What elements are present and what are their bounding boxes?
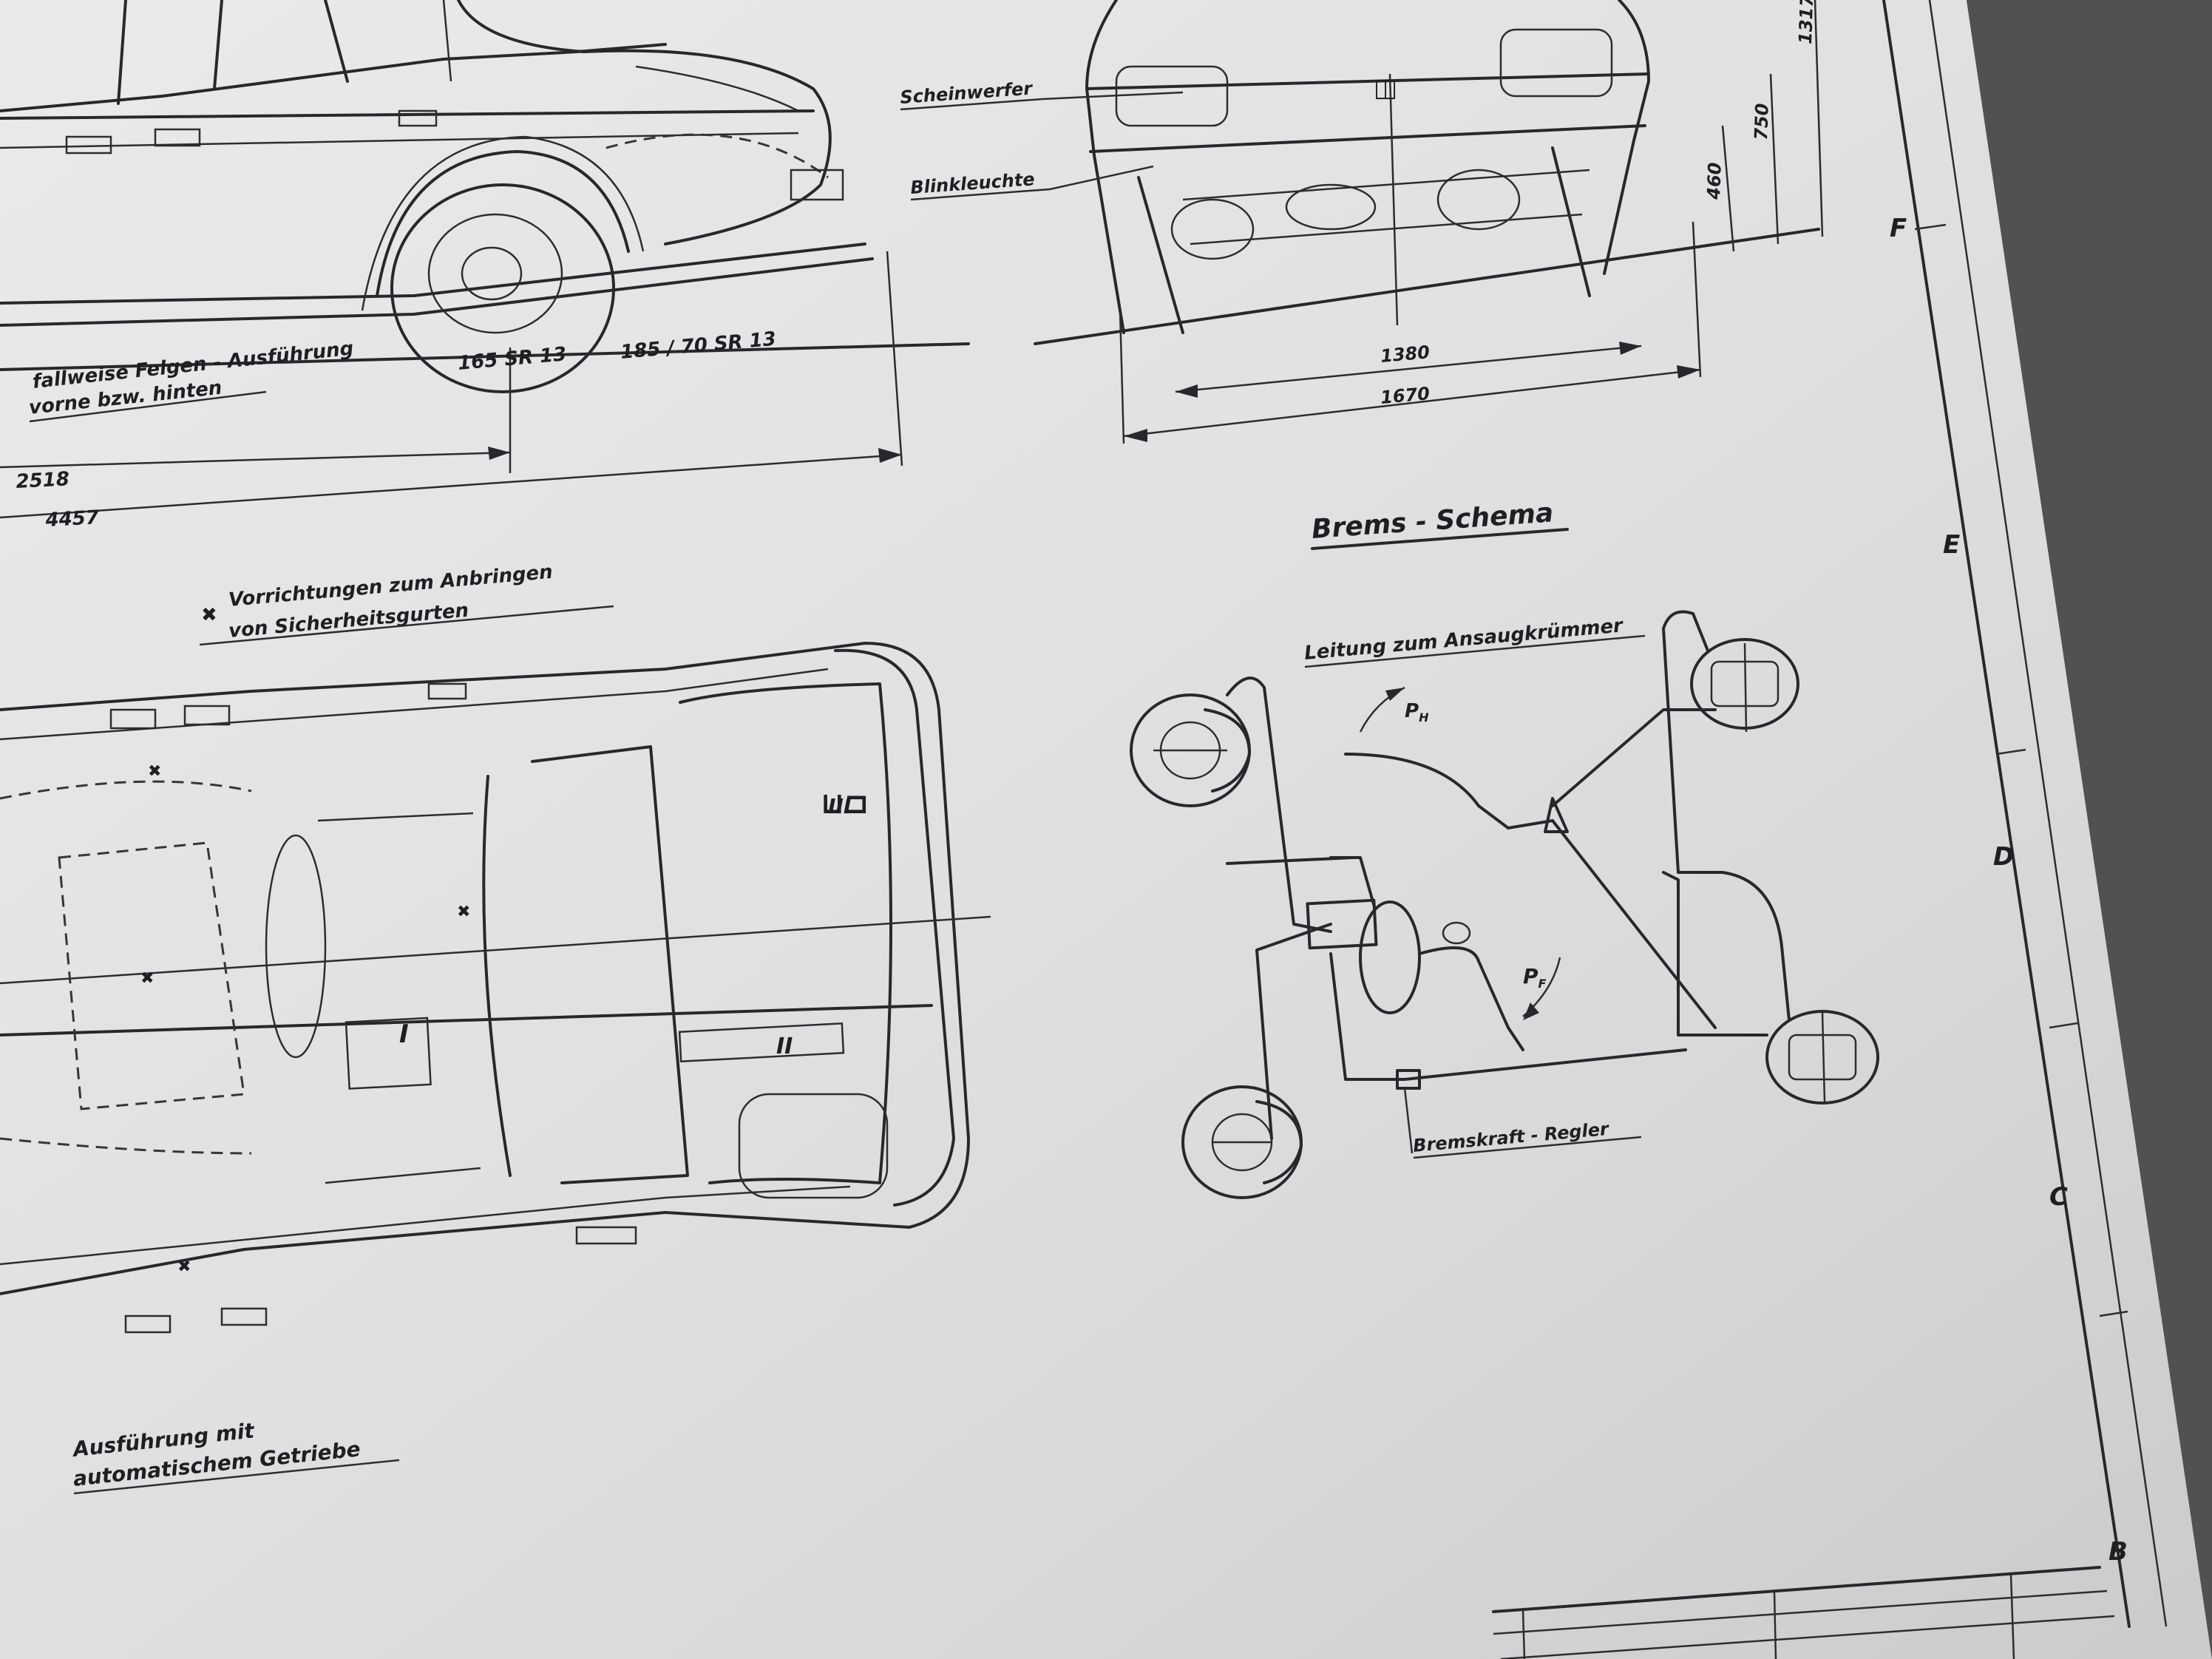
svg-text:✖: ✖ xyxy=(148,762,161,781)
border-letter-e: E xyxy=(1943,530,1960,560)
title-block xyxy=(1492,1566,2115,1659)
label-pf: PF xyxy=(1523,964,1547,991)
border-letter-c: C xyxy=(2049,1182,2068,1212)
roman-2: II xyxy=(776,1034,793,1059)
rear-view-drawing: ◫ 1380 1670 460 750 1317 Scheinwerfer Bl… xyxy=(899,0,1824,444)
roman-1: I xyxy=(399,1020,409,1049)
svg-text:⊔⊐: ⊔⊐ xyxy=(821,787,869,821)
svg-text:✖: ✖ xyxy=(457,903,470,921)
dim-height-total: 1317 xyxy=(1795,0,1817,44)
border-letter-f: F xyxy=(1890,214,1907,243)
border-letter-b: B xyxy=(2108,1537,2128,1567)
dim-height-750: 750 xyxy=(1751,103,1773,140)
svg-text:◫: ◫ xyxy=(1374,73,1397,103)
drawing-frame: F E D C B xyxy=(1882,0,2168,1628)
border-letter-d: D xyxy=(1993,842,2014,872)
label-ph: PH xyxy=(1405,700,1429,725)
roman-3: III xyxy=(828,794,851,818)
dim-length: 4457 xyxy=(44,506,101,532)
svg-text:✖: ✖ xyxy=(177,1258,191,1276)
dim-height-460: 460 xyxy=(1703,162,1726,200)
dim-wheelbase: 2518 xyxy=(16,468,70,493)
dim-width: 1670 xyxy=(1380,383,1431,408)
marker-gurt: ✖ xyxy=(201,604,217,626)
svg-text:✖: ✖ xyxy=(140,969,154,988)
dim-track-rear: 1380 xyxy=(1380,342,1431,367)
